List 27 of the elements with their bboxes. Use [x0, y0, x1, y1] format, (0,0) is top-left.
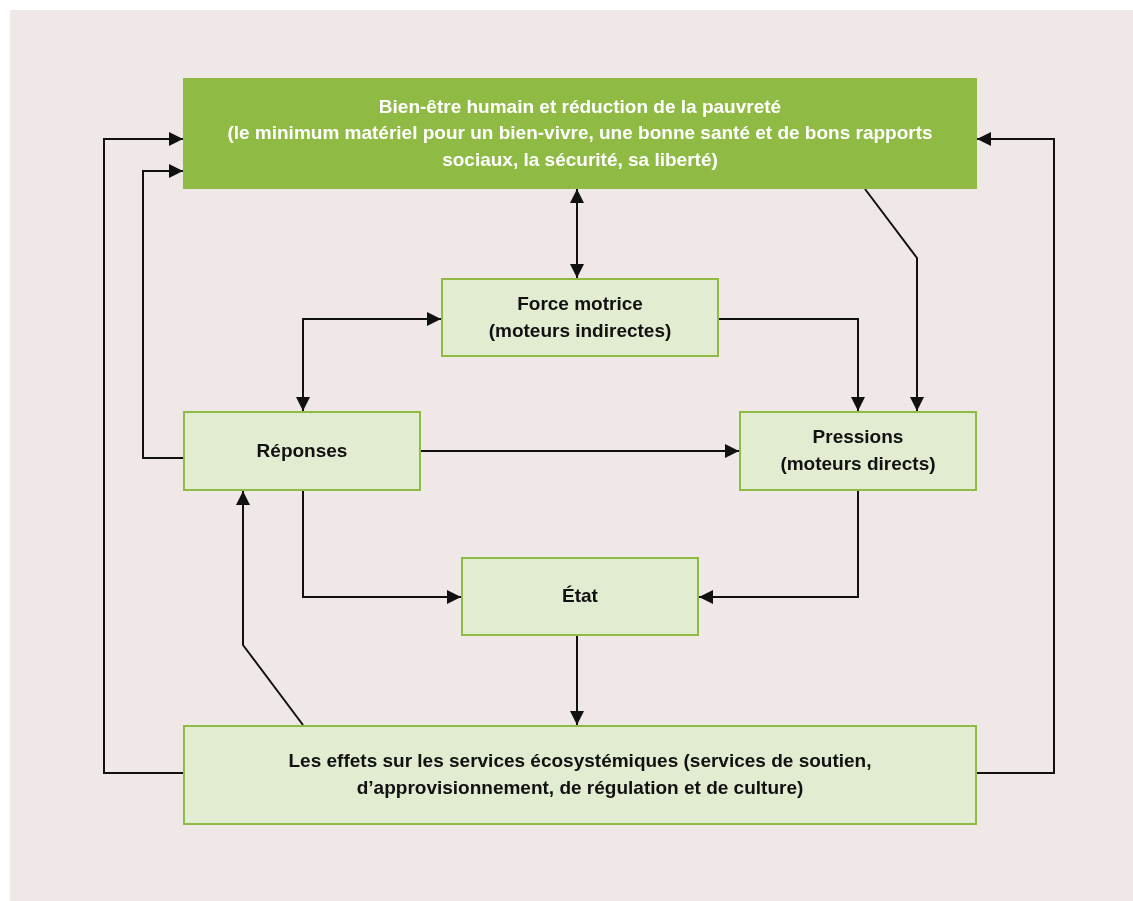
process-box: [441, 278, 719, 357]
process-box: [461, 557, 699, 636]
arrow: [103, 132, 184, 774]
arrow: [570, 188, 584, 279]
node-text: (moteurs indirectes): [488, 318, 672, 343]
node-text: Pressions: [812, 425, 904, 450]
node-text: État: [562, 584, 598, 609]
arrow: [698, 490, 859, 604]
process-box: [183, 411, 421, 491]
node-text: (moteurs directs): [780, 452, 936, 476]
arrow: [236, 490, 304, 726]
node-text: Les effets sur les services écosystémiques (services de soutien, d’approvisionnement, de régulation et de culture): [287, 749, 873, 800]
arrow: [570, 635, 584, 726]
arrow: [976, 132, 1055, 774]
arrow: [302, 490, 462, 604]
arrow: [420, 444, 740, 458]
node-text: Force motrice: [517, 291, 643, 316]
process-box: [739, 411, 977, 491]
node-text: Réponses: [256, 438, 348, 463]
arrow: [296, 312, 442, 412]
arrow: [142, 164, 184, 459]
node-text: (le minimum matériel pour un bien-vivre, une bonne santé et de bons rapports sociaux, la sécurité, sa liberté): [226, 121, 934, 172]
arrow: [718, 318, 865, 412]
header-box: [183, 78, 977, 189]
node-text: Bien-être humain et réduction de la pauvreté: [378, 94, 782, 119]
arrow: [864, 188, 924, 412]
process-box: [183, 725, 977, 825]
